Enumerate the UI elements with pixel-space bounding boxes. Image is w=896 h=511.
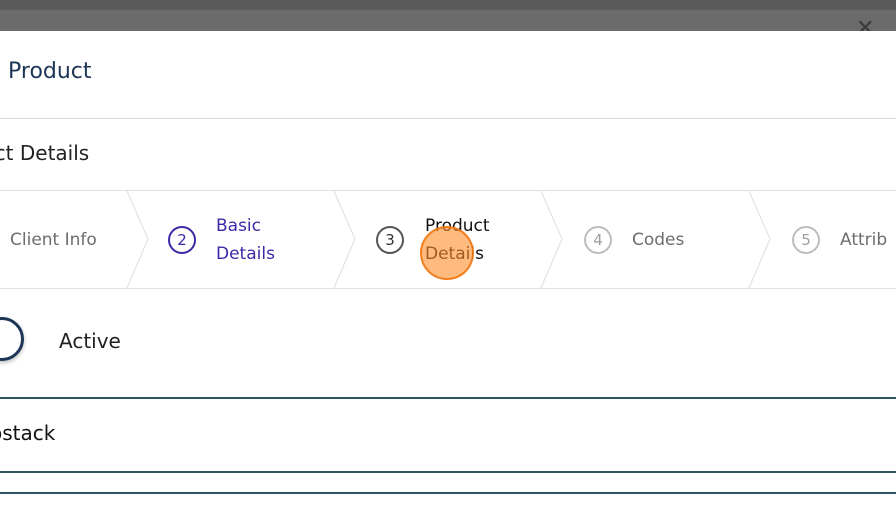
- step-client-info[interactable]: Client Info: [10, 191, 97, 288]
- step-basic-details[interactable]: 2 Basic Details: [168, 191, 275, 288]
- step-label: Basic Details: [216, 212, 275, 268]
- step-separator-4: [748, 191, 771, 288]
- toggle-knob: [0, 317, 24, 361]
- modal-title: Product: [8, 59, 92, 84]
- step-number: 5: [792, 225, 820, 254]
- stack-field-value[interactable]: ostack: [0, 421, 56, 445]
- step-number: 4: [584, 225, 612, 254]
- stepper-separators: [126, 191, 771, 288]
- step-codes[interactable]: 4 Codes: [584, 191, 684, 288]
- step-attributes[interactable]: 5 Attrib: [792, 191, 887, 288]
- step-separator-3: [540, 191, 563, 288]
- field-underline: [0, 471, 896, 473]
- step-separator-1: [126, 191, 149, 288]
- step-label: Attrib: [840, 229, 888, 250]
- field-underline: [0, 397, 896, 399]
- step-label: Client Info: [10, 229, 97, 250]
- step-number: 3: [376, 225, 404, 254]
- step-label: Codes: [632, 229, 685, 250]
- step-label-line2: Details: [216, 243, 275, 264]
- click-indicator: [420, 226, 474, 280]
- step-number: 2: [168, 225, 196, 254]
- step-label-line1: Basic: [216, 215, 262, 236]
- field-underline: [0, 492, 896, 494]
- step-separator-2: [333, 191, 356, 288]
- title-divider: [0, 118, 896, 119]
- active-toggle[interactable]: [0, 317, 40, 361]
- section-title: uct Details: [0, 141, 90, 165]
- background-top-bar: [0, 0, 896, 10]
- active-label: Active: [59, 329, 121, 353]
